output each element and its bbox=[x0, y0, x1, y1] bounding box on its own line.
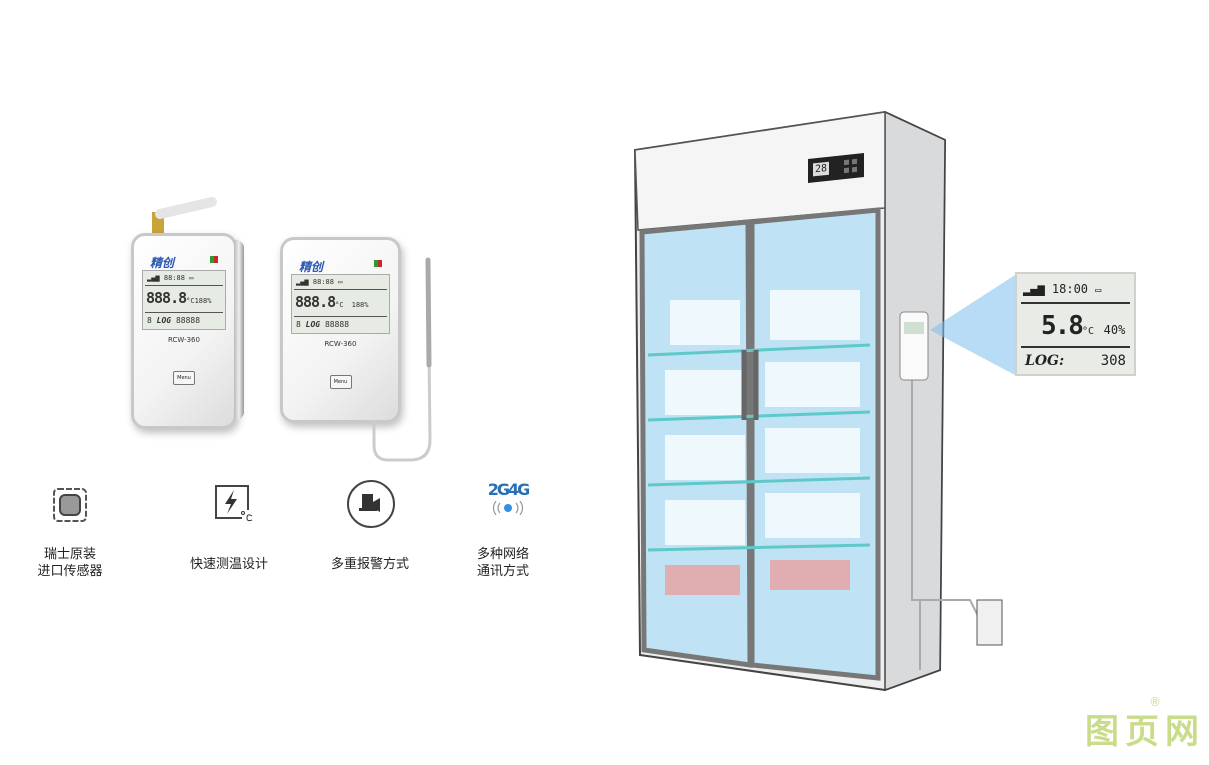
callout-log-label: LOG: bbox=[1025, 353, 1065, 369]
feature-label: 通讯方式 bbox=[476, 564, 529, 579]
feature-fast-temp: 快速测温设计 bbox=[169, 556, 289, 573]
network-icon-text: 2G4G bbox=[487, 480, 531, 499]
brand-logo: 精创 bbox=[150, 256, 175, 270]
network-2g4g-icon: 2G4G bbox=[476, 480, 540, 519]
refrigerator-illustration bbox=[633, 110, 1015, 692]
lcd-log-label: LOG bbox=[305, 320, 321, 329]
device-lcd: ▂▄▆ 88:88 ▭ 888.8°C188% 8 LOG 88888 bbox=[142, 270, 226, 330]
lcd-temperature: 888.8 bbox=[295, 293, 336, 311]
lcd-time: 88:88 bbox=[163, 274, 185, 282]
device-rcw360-probe: 精创 ▂▄▆ 88:88 ▭ 888.8°C 188% 8 LOG 88888 … bbox=[280, 237, 401, 423]
fridge-buttons-icon bbox=[844, 158, 857, 174]
menu-button[interactable]: Menu bbox=[329, 375, 352, 389]
model-label: RCW-360 bbox=[324, 340, 357, 348]
device-side bbox=[234, 240, 244, 420]
device-rcw360-antenna: 精创 ▂▄▆ 88:88 ▭ 888.8°C188% 8 LOG 88888 R… bbox=[131, 233, 237, 429]
callout-humidity: 40% bbox=[1103, 323, 1126, 337]
lcd-log-prefix: 8 bbox=[296, 320, 301, 329]
lcd-time: 88:88 bbox=[312, 278, 334, 286]
feature-label: 多种网络 bbox=[476, 547, 529, 562]
feature-label: 瑞士原装 bbox=[43, 547, 96, 562]
lcd-log-value: 88888 bbox=[175, 316, 201, 325]
lcd-temperature: 888.8 bbox=[146, 289, 187, 307]
callout-time: 18:00 bbox=[1051, 282, 1089, 296]
probe-cable-icon bbox=[372, 257, 432, 462]
lcd-unit: °C bbox=[335, 301, 344, 309]
fridge-display-value: 28 bbox=[813, 161, 830, 177]
lcd-log-value: 88888 bbox=[324, 320, 350, 329]
feature-sensor: 瑞士原装进口传感器 bbox=[10, 546, 130, 580]
menu-button[interactable]: Menu bbox=[173, 371, 195, 385]
callout-log-value: 308 bbox=[1100, 353, 1126, 369]
fast-temperature-icon bbox=[215, 485, 253, 522]
callout-temperature: 5.8 bbox=[1041, 311, 1084, 341]
status-leds bbox=[374, 260, 382, 267]
watermark-registered: ® bbox=[1149, 695, 1161, 709]
feature-network: 多种网络通讯方式 bbox=[443, 546, 563, 580]
wireless-signal-icon bbox=[492, 500, 524, 516]
watermark-logo: 图页网 ® bbox=[1085, 696, 1205, 752]
watermark-text: 图页网 bbox=[1085, 712, 1205, 752]
feature-alarm: 多重报警方式 bbox=[310, 556, 430, 573]
status-leds bbox=[210, 256, 218, 263]
lcd-humidity: 188% bbox=[194, 297, 212, 305]
callout-unit: °C bbox=[1081, 326, 1095, 337]
lcd-log-prefix: 8 bbox=[147, 316, 152, 325]
fridge-control-panel: 28 bbox=[808, 153, 864, 183]
lcd-log-label: LOG bbox=[156, 316, 172, 325]
sensor-chip-icon bbox=[53, 488, 87, 522]
device-lcd: ▂▄▆ 88:88 ▭ 888.8°C 188% 8 LOG 88888 bbox=[291, 274, 390, 334]
alarm-icon bbox=[347, 480, 395, 528]
feature-label: 快速测温设计 bbox=[189, 557, 268, 572]
feature-label: 进口传感器 bbox=[37, 564, 103, 579]
callout-lcd-display: ▂▄▆ 18:00 ▭ 5.8°C 40% LOG: 308 bbox=[1015, 272, 1136, 376]
brand-logo: 精创 bbox=[299, 260, 324, 274]
lcd-humidity: 188% bbox=[351, 301, 369, 309]
feature-label: 多重报警方式 bbox=[330, 557, 409, 572]
model-label: RCW-360 bbox=[168, 336, 200, 344]
lcd-unit: °C bbox=[186, 297, 195, 305]
